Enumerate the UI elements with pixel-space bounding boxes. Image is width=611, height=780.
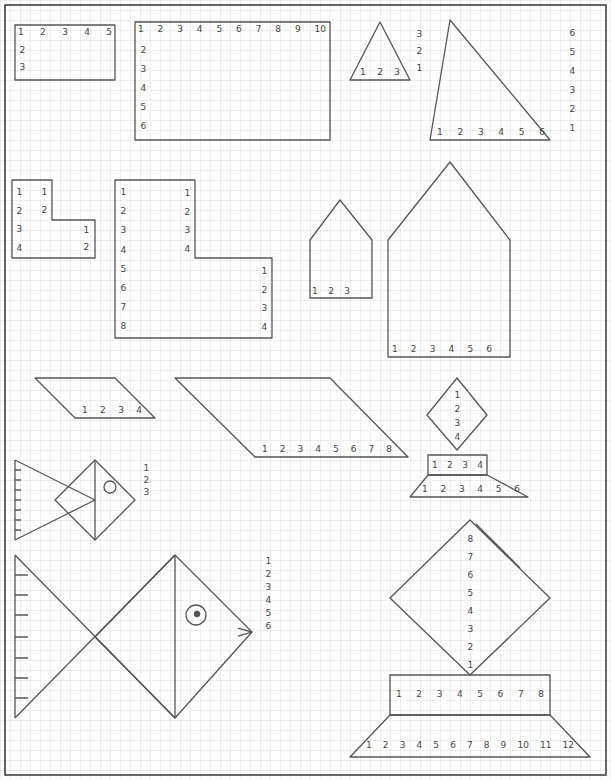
column-count: 6 5 4 3 2 1 [566,24,579,138]
column-count: 1 2 [38,183,51,219]
row-count: 1 2 3 4 5 6 7 8 9 10 11 12 [366,740,574,751]
row-count: 1 2 3 [312,286,350,297]
column-count: 8 7 6 5 4 3 2 1 [464,530,477,674]
column-count: 1 2 3 4 [13,183,26,257]
row-count: 1 2 3 4 5 6 7 8 [262,444,392,455]
column-count: 1 2 3 [140,462,153,498]
row-count: 1 2 3 4 5 6 [392,344,492,355]
row-count: 1 2 3 4 5 6 7 8 9 10 [138,24,326,35]
row-count: 1 2 3 4 5 6 [437,127,545,138]
row-count: 1 2 3 4 [82,405,142,416]
column-count: 1 2 3 4 5 6 7 8 [117,183,130,337]
row-count: 1 2 3 4 [432,460,483,471]
column-count: 2 3 4 5 6 [137,41,150,136]
column-count: 1 2 3 4 [451,388,464,444]
row-count: 1 2 3 4 5 6 [422,484,520,495]
column-count: 1 2 3 4 [181,184,194,258]
column-count: 3 2 1 [413,26,426,77]
column-count: 1 2 [80,222,93,256]
column-count: 1 2 3 4 5 6 [262,555,275,633]
row-count: 1 2 3 4 5 [18,27,112,38]
column-count: 2 3 [16,42,29,76]
row-count: 1 2 3 [360,67,400,78]
column-count: 1 2 3 4 [258,262,271,336]
row-count: 1 2 3 4 5 6 7 8 [396,689,544,700]
